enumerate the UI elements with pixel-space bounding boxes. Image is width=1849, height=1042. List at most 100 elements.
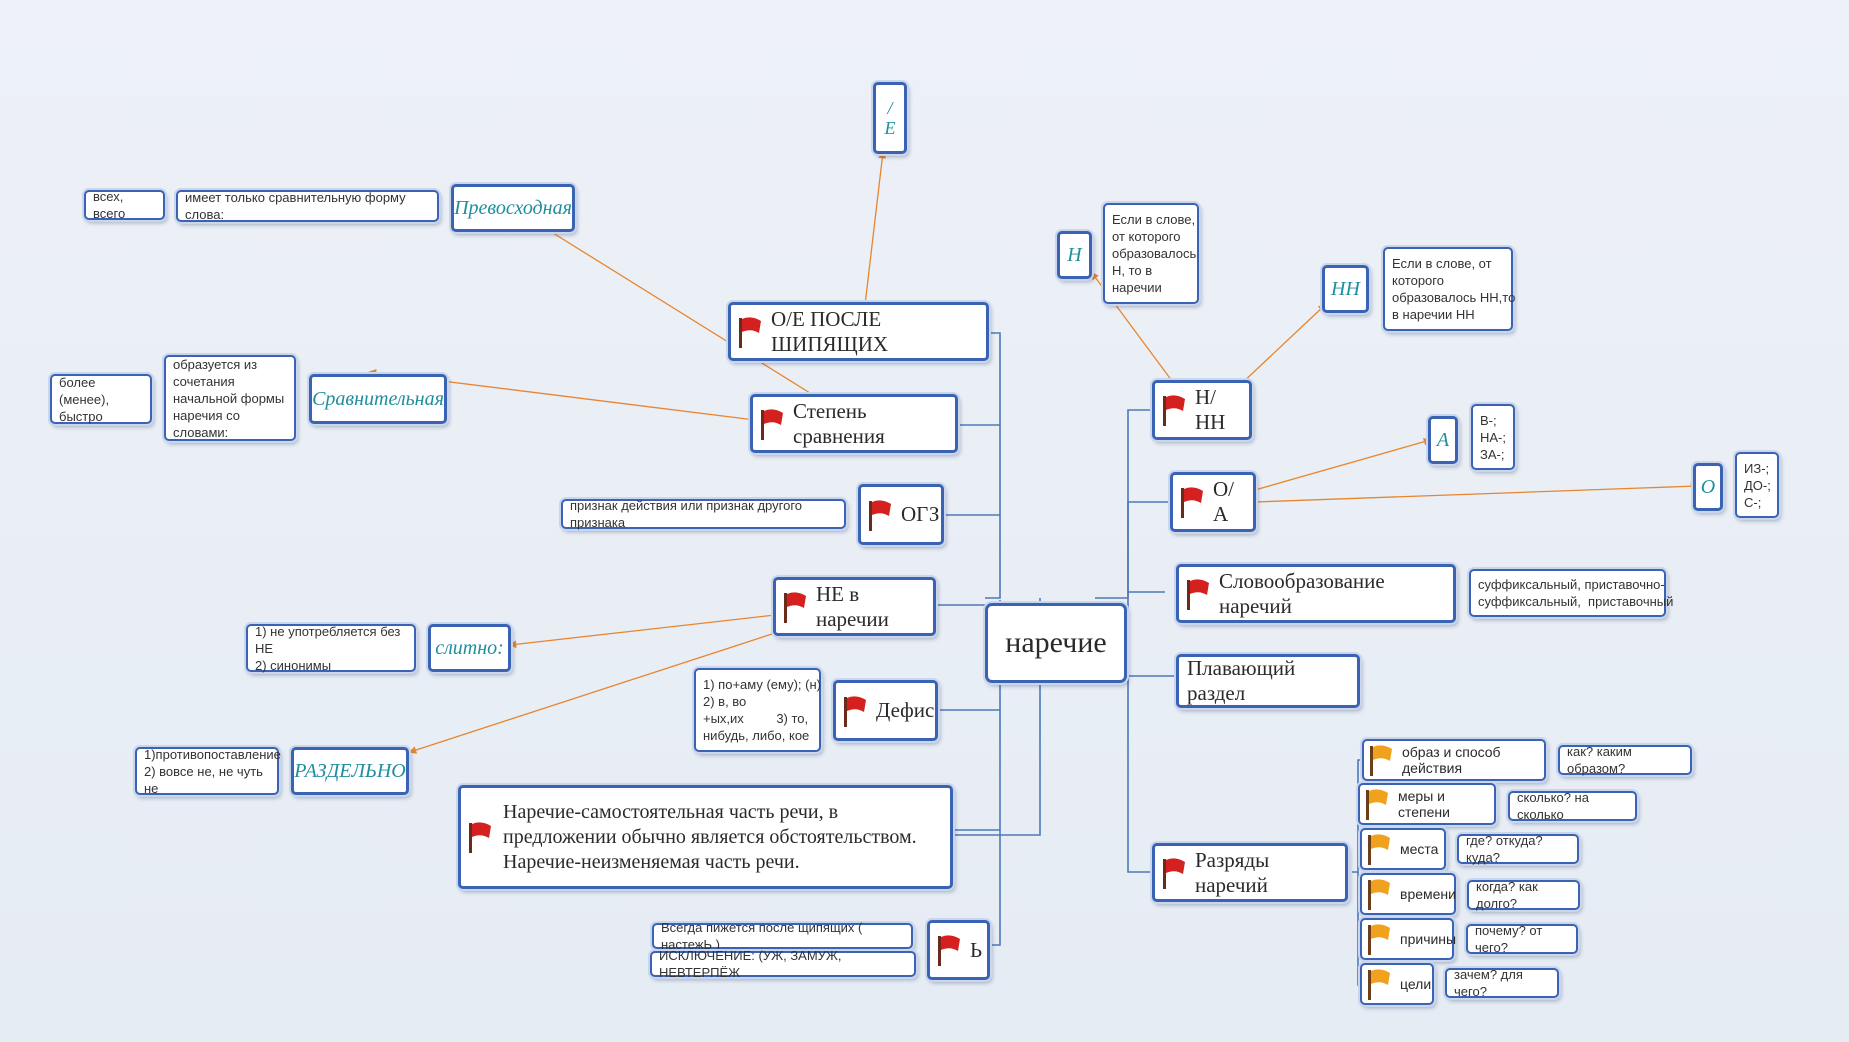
- razryad-question-obraz[interactable]: как? каким образом?: [1558, 744, 1692, 776]
- subtopic-label: Сравнительная: [312, 387, 444, 410]
- topic-label: О/Е ПОСЛЕ ШИПЯЩИХ: [771, 306, 889, 356]
- example-prevoskhodnaya[interactable]: всех, всего: [84, 189, 165, 221]
- subtopic-label: Н: [1067, 243, 1082, 266]
- note-text: образуется из сочетания начальной формы …: [173, 356, 285, 440]
- subtopic-prevoskhodnaya[interactable]: Превосходная: [451, 184, 575, 232]
- orange-flag-icon: [1370, 745, 1392, 776]
- orange-flag-icon: [1368, 924, 1390, 955]
- red-flag-icon: [784, 591, 806, 623]
- definition-text: Наречие-самостоятельная часть речи, в пр…: [503, 800, 917, 873]
- topic-definition[interactable]: Наречие-самостоятельная часть речи, в пр…: [458, 785, 953, 889]
- red-flag-icon: [1163, 857, 1185, 889]
- topic-slovoobrazovanie[interactable]: Словообразование наречий: [1176, 564, 1456, 623]
- note-razdelno[interactable]: 1)противопоставление 2) вовсе не, не чут…: [135, 746, 281, 796]
- topic-razryady[interactable]: Разряды наречий: [1152, 843, 1348, 902]
- razryad-question-mesta[interactable]: где? откуда? куда?: [1457, 833, 1579, 865]
- orange-flag-icon: [1368, 834, 1390, 865]
- topic-label: НЕ в наречии: [816, 581, 889, 631]
- note-slitno[interactable]: 1) не употребляется без НЕ 2) синонимы: [246, 623, 416, 673]
- topic-label: Словообразование наречий: [1219, 568, 1385, 618]
- subtopic-o[interactable]: О: [1693, 463, 1723, 511]
- note-nn[interactable]: Если в слове, от которого образовалось Н…: [1383, 247, 1516, 331]
- razryad-label: причины: [1400, 931, 1457, 947]
- subtopic-sravnitelnaya[interactable]: Сравнительная: [309, 374, 447, 424]
- note-ogz[interactable]: признак действия или признак другого при…: [561, 498, 846, 530]
- note-defis[interactable]: 1) по+аму (ему); (н) 2) в, во +ых,их 3) …: [694, 668, 821, 752]
- topic-floating-section[interactable]: Плавающий раздел: [1176, 654, 1360, 708]
- note-text: ИСКЛЮЧЕНИЕ: (УЖ, ЗАМУЖ, НЕВТЕРПЁЖ: [659, 948, 842, 980]
- topic-oe-posle-shipyashchih[interactable]: О/Е ПОСЛЕ ШИПЯЩИХ: [728, 302, 989, 361]
- orange-flag-icon: [1366, 789, 1388, 820]
- topic-label: Дефис: [876, 698, 935, 722]
- question-text: где? откуда? куда?: [1466, 833, 1543, 865]
- note-prevoskhodnaya[interactable]: имеет только сравнительную форму слова:: [176, 190, 439, 222]
- question-text: зачем? для чего?: [1454, 967, 1523, 999]
- razryad-item-mery[interactable]: меры и степени: [1358, 783, 1496, 825]
- razryad-item-tseli[interactable]: цели: [1360, 963, 1434, 1005]
- note-text: 1) не употребляется без НЕ 2) синонимы: [255, 623, 401, 673]
- razryad-item-mesta[interactable]: места: [1360, 828, 1446, 870]
- root-node-narechie[interactable]: наречие: [985, 603, 1127, 683]
- example-sravnitelnaya[interactable]: более (менее), быстро: [50, 374, 152, 424]
- subtopic-a[interactable]: А: [1428, 416, 1458, 464]
- razryad-item-prichiny[interactable]: причины: [1360, 918, 1457, 960]
- topic-soft-sign[interactable]: Ь: [927, 920, 990, 980]
- topic-label: Разряды наречий: [1195, 847, 1270, 897]
- note-slovoobrazovanie[interactable]: суффиксальный, приставочно- суффиксальны…: [1469, 569, 1673, 617]
- subtopic-label: НН: [1331, 277, 1360, 300]
- orange-flag-icon: [1368, 969, 1390, 1000]
- note-text: Если в слове, от которого образовалось Н…: [1392, 256, 1516, 322]
- note-n[interactable]: Если в слове, от которого образовалось Н…: [1103, 203, 1199, 304]
- razryad-label: места: [1400, 841, 1439, 857]
- razryad-question-mery[interactable]: сколько? на сколько: [1508, 790, 1637, 822]
- note-text: 1) по+аму (ему); (н) 2) в, во +ых,их 3) …: [703, 677, 821, 743]
- razryad-label: меры и степени: [1398, 788, 1450, 820]
- note-text: ИЗ-; ДО-; С-;: [1744, 460, 1771, 510]
- topic-label: ОГЗ: [901, 502, 940, 526]
- subtopic-nn[interactable]: НН: [1322, 265, 1369, 313]
- subtopic-label: Превосходная: [454, 196, 572, 219]
- root-label: наречие: [1005, 626, 1107, 659]
- razryad-question-vremeni[interactable]: когда? как долго?: [1467, 879, 1580, 911]
- note-text: суффиксальный, приставочно- суффиксальны…: [1478, 577, 1674, 609]
- question-text: сколько? на сколько: [1517, 790, 1589, 822]
- red-flag-icon: [469, 822, 491, 853]
- red-flag-icon: [739, 316, 761, 348]
- note-sravnitelnaya[interactable]: образуется из сочетания начальной формы …: [164, 355, 296, 441]
- note-text: всех, всего: [93, 189, 126, 221]
- question-text: как? каким образом?: [1567, 744, 1632, 776]
- topic-ne-v-narechii[interactable]: НЕ в наречии: [773, 577, 936, 636]
- note-text: более (менее), быстро: [59, 374, 110, 424]
- razryad-question-tseli[interactable]: зачем? для чего?: [1445, 967, 1559, 999]
- subtopic-n[interactable]: Н: [1057, 231, 1092, 279]
- topic-label: Плавающий раздел: [1187, 656, 1296, 705]
- topic-label: Степень сравнения: [793, 398, 885, 448]
- topic-ogz[interactable]: ОГЗ: [858, 484, 944, 545]
- red-flag-icon: [1163, 395, 1185, 426]
- note-text: 1)противопоставление 2) вовсе не, не чут…: [144, 746, 281, 796]
- note-text: Всегда пижется после щипящих ( настежЬ ): [661, 920, 863, 952]
- note-soft-sign-exception[interactable]: ИСКЛЮЧЕНИЕ: (УЖ, ЗАМУЖ, НЕВТЕРПЁЖ: [650, 948, 916, 980]
- note-soft-sign-rule[interactable]: Всегда пижется после щипящих ( настежЬ ): [652, 920, 913, 952]
- razryad-item-obraz[interactable]: образ и способ действия: [1362, 739, 1546, 781]
- note-text: признак действия или признак другого при…: [570, 498, 803, 530]
- leaf-slash-e[interactable]: / Е: [873, 82, 907, 154]
- topic-n-nn[interactable]: Н/НН: [1152, 380, 1252, 440]
- topic-o-a[interactable]: О/А: [1170, 472, 1256, 532]
- red-flag-icon: [761, 408, 783, 440]
- note-a[interactable]: В-; НА-; ЗА-;: [1471, 404, 1515, 470]
- red-flag-icon: [1181, 487, 1203, 518]
- topic-stepen-sravneniya[interactable]: Степень сравнения: [750, 394, 958, 453]
- note-o[interactable]: ИЗ-; ДО-; С-;: [1735, 452, 1779, 518]
- subtopic-label: слитно:: [435, 636, 504, 659]
- note-text: Если в слове, от которого образовалось Н…: [1112, 212, 1197, 295]
- razryad-question-prichiny[interactable]: почему? от чего?: [1466, 923, 1578, 955]
- orange-flag-icon: [1368, 879, 1390, 910]
- red-flag-icon: [844, 695, 866, 727]
- note-text: В-; НА-; ЗА-;: [1480, 412, 1506, 462]
- topic-defis[interactable]: Дефис: [833, 680, 938, 741]
- question-text: почему? от чего?: [1475, 923, 1543, 955]
- subtopic-razdelno[interactable]: РАЗДЕЛЬНО: [291, 747, 409, 795]
- razryad-item-vremeni[interactable]: времени: [1360, 873, 1456, 915]
- subtopic-slitno[interactable]: слитно:: [428, 624, 511, 672]
